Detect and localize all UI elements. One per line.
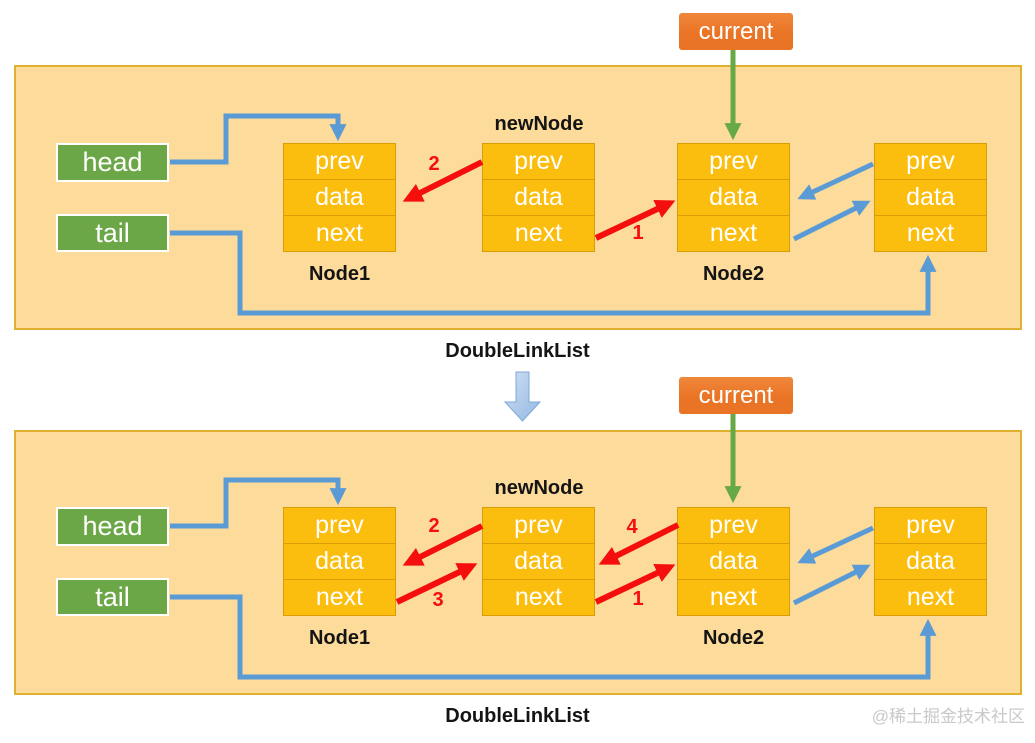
tailnode-data-cell: data	[874, 179, 987, 216]
newnode-prev-cell: prev	[482, 507, 595, 544]
node2-data-cell: data	[677, 179, 790, 216]
newnode-title: newNode	[494, 477, 584, 499]
tail-pointer-box: tail	[56, 214, 169, 252]
node2-next-cell: next	[677, 215, 790, 252]
newnode-prev-cell: prev	[482, 143, 595, 180]
node1-prev-cell: prev	[283, 507, 396, 544]
node2-title: Node2	[702, 263, 765, 285]
newnode-next-cell: next	[482, 579, 595, 616]
tailnode-box: prev data next	[874, 507, 987, 616]
node2-prev-cell: prev	[677, 143, 790, 180]
step-2-label: 2	[428, 515, 440, 537]
node1-title: Node1	[308, 263, 371, 285]
newnode-box: prev data next	[482, 507, 595, 616]
node1-prev-cell: prev	[283, 143, 396, 180]
node2-title: Node2	[702, 627, 765, 649]
tailnode-next-cell: next	[874, 579, 987, 616]
newnode-data-cell: data	[482, 543, 595, 580]
newnode-title: newNode	[494, 113, 584, 135]
node1-box: prev data next	[283, 143, 396, 252]
head-pointer-box: head	[56, 507, 169, 546]
step-3-label: 3	[432, 589, 444, 611]
watermark-text: @稀土掘金技术社区	[871, 707, 1025, 726]
current-pointer-box: current	[679, 13, 793, 50]
node2-next-cell: next	[677, 579, 790, 616]
down-transition-arrow	[503, 371, 542, 422]
step-1-label: 1	[632, 222, 644, 244]
tail-pointer-box: tail	[56, 578, 169, 616]
newnode-data-cell: data	[482, 179, 595, 216]
bottom-caption: DoubleLinkList	[445, 705, 590, 727]
step-4-label: 4	[626, 516, 638, 538]
tailnode-next-cell: next	[874, 215, 987, 252]
node1-title: Node1	[308, 627, 371, 649]
node1-box: prev data next	[283, 507, 396, 616]
head-pointer-box: head	[56, 143, 169, 182]
node1-data-cell: data	[283, 543, 396, 580]
tailnode-prev-cell: prev	[874, 143, 987, 180]
current-pointer-box: current	[679, 377, 793, 414]
newnode-next-cell: next	[482, 215, 595, 252]
tailnode-data-cell: data	[874, 543, 987, 580]
node2-prev-cell: prev	[677, 507, 790, 544]
node1-next-cell: next	[283, 579, 396, 616]
node2-data-cell: data	[677, 543, 790, 580]
tailnode-box: prev data next	[874, 143, 987, 252]
node2-box: prev data next	[677, 143, 790, 252]
top-caption: DoubleLinkList	[445, 340, 590, 362]
newnode-box: prev data next	[482, 143, 595, 252]
node1-next-cell: next	[283, 215, 396, 252]
step-2-label: 2	[428, 153, 440, 175]
step-1-label: 1	[632, 588, 644, 610]
node2-box: prev data next	[677, 507, 790, 616]
node1-data-cell: data	[283, 179, 396, 216]
tailnode-prev-cell: prev	[874, 507, 987, 544]
